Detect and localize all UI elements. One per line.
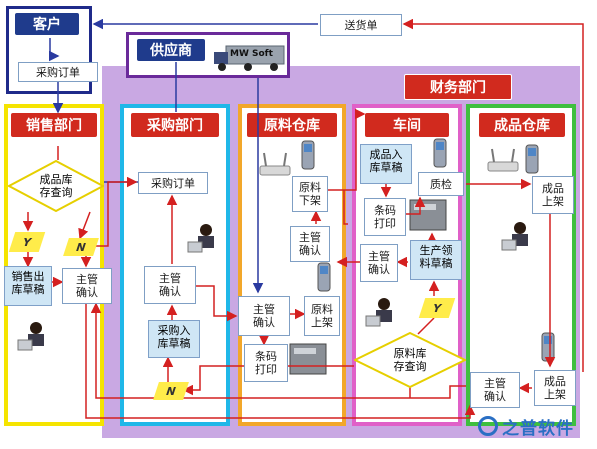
operator-icon (186, 222, 220, 254)
manager-confirm-ws: 主管 确认 (360, 244, 398, 282)
raw-shelf-1: 原料 下架 (292, 176, 328, 212)
manager-confirm-raw-2: 主管 确认 (238, 296, 290, 336)
manager-confirm-sales: 主管 确认 (62, 268, 112, 304)
manager-confirm-purchase: 主管 确认 (144, 266, 196, 304)
operator-icon-3 (364, 296, 398, 328)
delivery-note: 送货单 (320, 14, 402, 36)
production-pick-draft: 生产领 料草稿 (410, 240, 462, 280)
barcode-print-raw: 条码 打印 (244, 344, 288, 382)
lane-purchase (120, 104, 230, 426)
router-icon-2 (486, 146, 520, 174)
finance-department-label: 财务部门 (404, 74, 512, 100)
watermark-text: 之普软件 (502, 418, 574, 439)
purchase-inbound-draft: 采购入 库草稿 (148, 320, 200, 358)
lane-head-sales: 销售部门 (10, 112, 98, 138)
finished-shelf: 成品 上架 (532, 176, 574, 214)
handheld-scanner-icon-3 (432, 138, 448, 168)
lane-head-finished-warehouse: 成品仓库 (478, 112, 566, 138)
barcode-print-ws: 条码 打印 (364, 198, 406, 236)
watermark-logo-icon (478, 416, 498, 436)
no-sales: N (63, 238, 99, 256)
operator-icon-2 (16, 320, 50, 352)
quality-check: 质检 (418, 172, 464, 196)
handheld-scanner-icon-4 (524, 144, 540, 174)
truck-icon: MW Soft (212, 44, 286, 72)
stock-check-finished-diamond (8, 160, 104, 212)
manager-confirm-raw-1: 主管 确认 (290, 226, 330, 262)
raw-stock-check: 原料库 存查询 (393, 347, 427, 373)
supplier-label: 供应商 (136, 38, 206, 62)
raw-stock-check-diamond (354, 332, 466, 388)
router-icon (258, 150, 292, 178)
finished-shelf-2: 成品 上架 (534, 370, 576, 406)
stock-check-finished: 成品库 存查询 (39, 173, 73, 199)
manager-confirm-fin: 主管 确认 (470, 372, 520, 408)
handheld-scanner-icon (300, 140, 316, 170)
operator-icon-4 (500, 220, 534, 252)
lane-head-purchase: 采购部门 (130, 112, 220, 138)
purchase-order-mid: 采购订单 (138, 172, 208, 194)
raw-shelf-2: 原料 上架 (304, 296, 340, 336)
truck-brand: MW Soft (230, 49, 273, 59)
watermark: 之普软件 (478, 412, 592, 440)
lane-head-workshop: 车间 (364, 112, 450, 138)
finished-inbound-draft: 成品入 库草稿 (360, 144, 412, 184)
purchase-order-top: 采购订单 (18, 62, 98, 82)
no-purchase: N (153, 382, 189, 400)
lane-head-raw-warehouse: 原料仓库 (246, 112, 338, 138)
sales-outbound-draft: 销售出 库草稿 (4, 266, 52, 306)
customer-label: 客户 (14, 12, 80, 36)
label-printer-icon-2 (288, 340, 328, 376)
handheld-scanner-icon-2 (316, 262, 332, 292)
